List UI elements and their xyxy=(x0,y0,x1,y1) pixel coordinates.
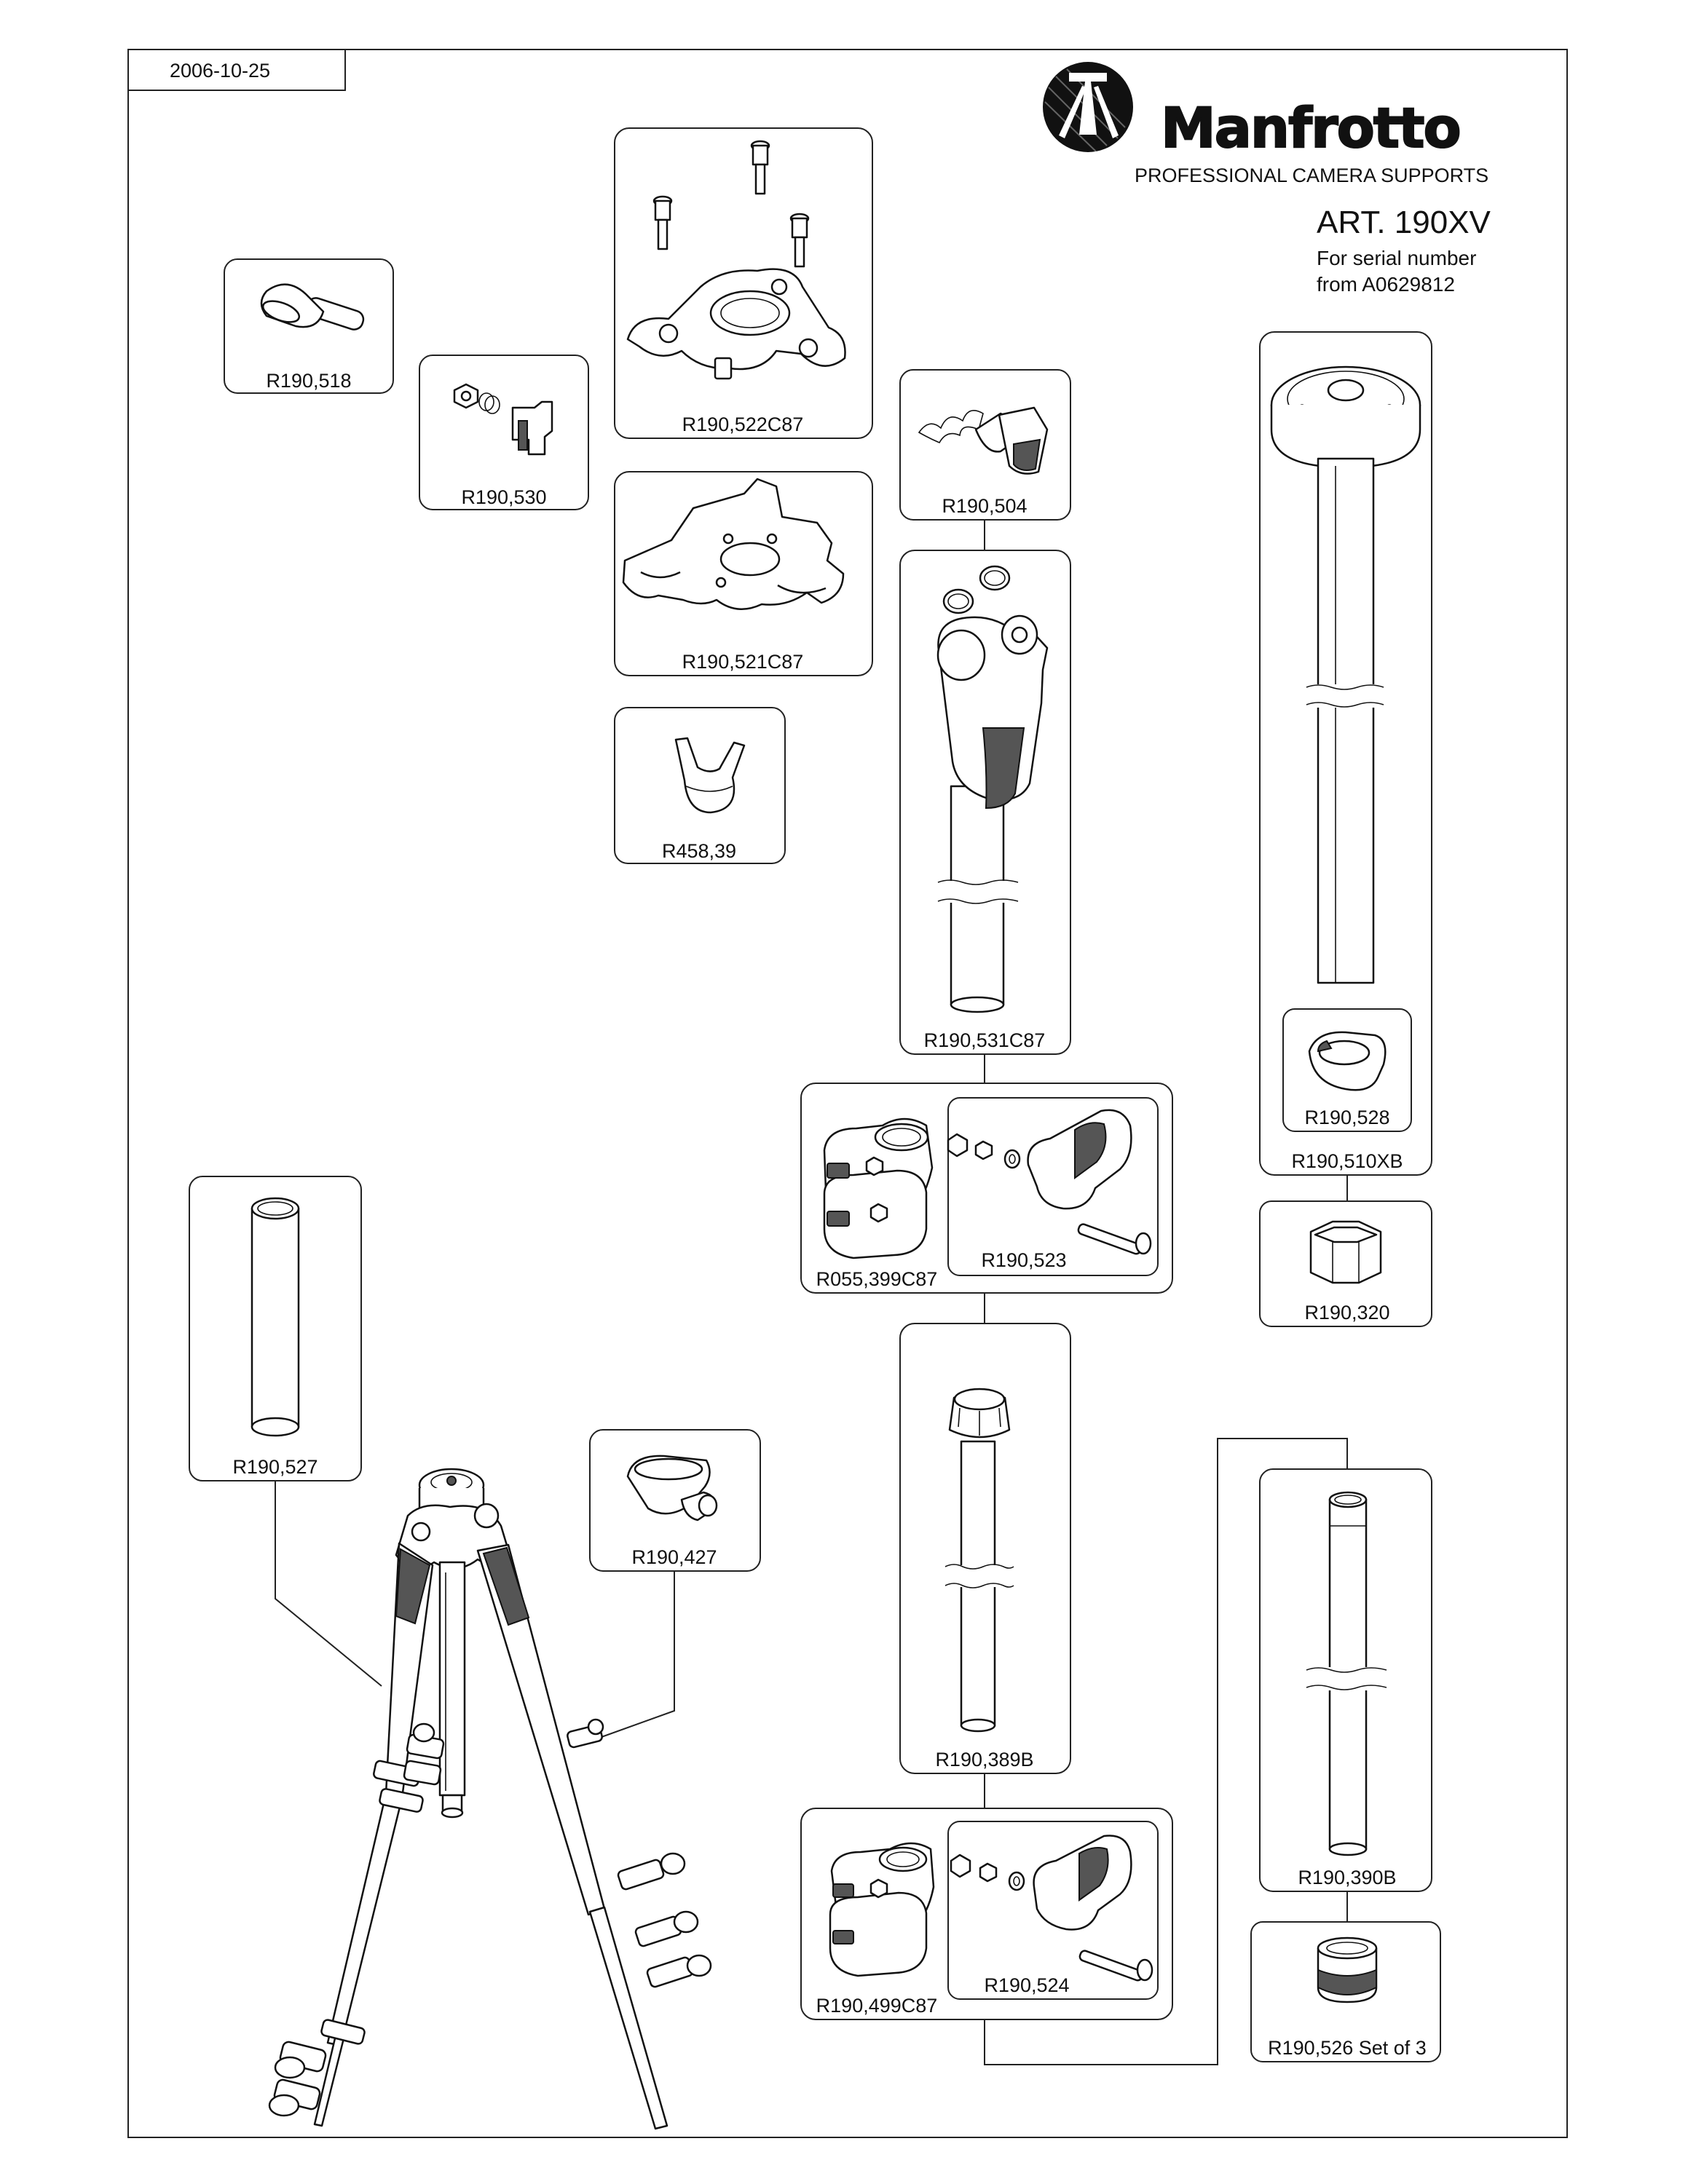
label-r190-531c87: R190,531C87 xyxy=(924,1029,1046,1051)
label-r190-510xb: R190,510XB xyxy=(1291,1150,1403,1172)
spider-top-with-bolts-icon xyxy=(626,140,846,380)
label-r190-390b: R190,390B xyxy=(1298,1867,1396,1888)
connector-lines xyxy=(275,520,1348,2065)
manfrotto-tripod-logo-icon xyxy=(1043,62,1133,152)
label-r190-320: R190,320 xyxy=(1304,1302,1389,1324)
label-r190-523: R190,523 xyxy=(981,1249,1066,1271)
label-r190-526: R190,526 Set of 3 xyxy=(1268,2037,1427,2059)
label-r190-427: R190,427 xyxy=(631,1546,717,1568)
part-r190-320: R190,320 xyxy=(1259,1200,1432,1327)
serial-line-2: from A0629812 xyxy=(1317,273,1455,296)
label-r458-39: R458,39 xyxy=(662,840,736,862)
part-r458-39: R458,39 xyxy=(614,707,786,864)
spider-bottom-icon xyxy=(622,478,845,610)
assembled-tripod-icon xyxy=(268,1468,712,2130)
part-r190-531c87: R190,531C87 xyxy=(899,550,1071,1055)
label-r190-499c87: R190,499C87 xyxy=(816,1995,938,2017)
spring-clip-lever-icon xyxy=(918,406,1049,475)
article-title: ART. 190XV xyxy=(1317,205,1491,240)
leg-clamp-icon xyxy=(829,1842,935,1977)
leg-clamp-icon xyxy=(823,1117,934,1259)
part-r190-499c87: R190,499C87 xyxy=(800,1808,1173,2020)
tube-icon xyxy=(251,1197,300,1437)
lever-lock-icon xyxy=(947,1109,1152,1255)
part-r190-524: R190,524 xyxy=(947,1821,1159,2000)
label-r190-530: R190,530 xyxy=(461,486,546,508)
lower-leg-tube-icon xyxy=(944,1388,1014,1733)
label-r055-399c87: R055,399C87 xyxy=(816,1268,938,1290)
rubber-foot-cap-icon xyxy=(674,737,746,814)
date-tab xyxy=(128,50,346,91)
page-frame xyxy=(127,49,1568,2138)
part-r190-427: R190,427 xyxy=(589,1429,761,1572)
serial-line-1: For serial number xyxy=(1317,247,1476,269)
bolt-icon xyxy=(652,195,673,250)
part-r190-530: R190,530 xyxy=(419,355,589,510)
brand-name: Manfrotto xyxy=(1161,95,1460,160)
part-r190-527: R190,527 xyxy=(189,1176,362,1481)
label-r190-528: R190,528 xyxy=(1304,1107,1389,1128)
part-r190-390b: R190,390B xyxy=(1259,1468,1432,1892)
center-column-icon xyxy=(1270,365,1421,984)
label-r190-524: R190,524 xyxy=(984,1974,1069,1996)
rubber-foot-icon xyxy=(1317,1936,1378,2003)
part-r190-523: R190,523 xyxy=(947,1097,1159,1276)
part-r190-528: R190,528 xyxy=(1282,1008,1412,1132)
leg-collar-icon xyxy=(626,1455,718,1522)
part-r190-504: R190,504 xyxy=(899,369,1071,521)
part-r190-518: R190,518 xyxy=(224,258,394,394)
label-r190-522c87: R190,522C87 xyxy=(682,414,804,435)
nut-spring-lock-icon xyxy=(453,383,553,456)
brand-logo: Manfrotto PROFESSIONAL CAMERA SUPPORTS xyxy=(1043,62,1488,186)
date-label: 2006-10-25 xyxy=(170,60,270,82)
center-column-lower-icon xyxy=(1306,1491,1388,1856)
label-r190-389b: R190,389B xyxy=(935,1749,1033,1770)
knob-screw-icon xyxy=(260,283,365,331)
part-r190-526: R190,526 Set of 3 xyxy=(1250,1921,1441,2062)
leg-tube-with-hinge-icon xyxy=(936,565,1049,1013)
label-r190-504: R190,504 xyxy=(942,495,1027,517)
part-r190-510xb: R190,510XB xyxy=(1259,331,1432,1176)
part-r190-521c87: R190,521C87 xyxy=(614,471,873,676)
part-r190-389b: R190,389B xyxy=(899,1323,1071,1774)
label-r190-521c87: R190,521C87 xyxy=(682,651,804,673)
label-r190-518: R190,518 xyxy=(266,370,351,392)
part-r055-399c87: R055,399C87 xyxy=(800,1083,1173,1294)
column-collar-icon xyxy=(1308,1031,1387,1091)
label-r190-527: R190,527 xyxy=(232,1456,318,1478)
brand-tagline: PROFESSIONAL CAMERA SUPPORTS xyxy=(1135,165,1488,186)
lever-lock-icon xyxy=(950,1835,1153,1982)
octagonal-ring-icon xyxy=(1309,1220,1382,1284)
part-r190-522c87: R190,522C87 xyxy=(614,127,873,439)
bolt-icon xyxy=(750,140,770,195)
bolt-icon xyxy=(789,213,810,268)
